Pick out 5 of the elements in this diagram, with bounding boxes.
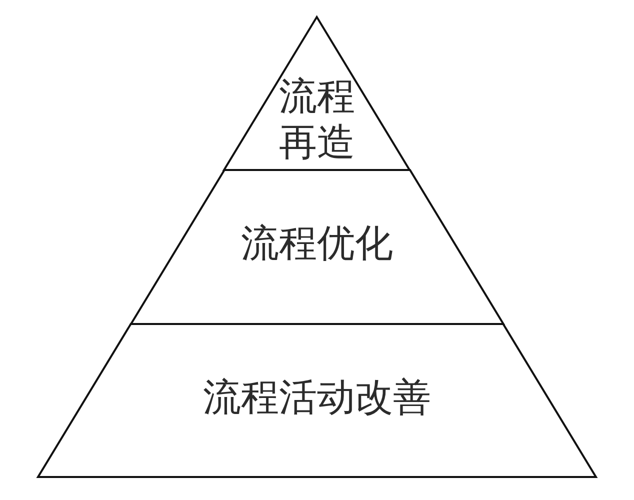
tier-label: 流程活动改善 [202,376,431,421]
pyramid-tier [130,170,504,324]
tier-label: 流程再造 [278,75,355,166]
pyramid-tier [38,324,596,477]
tier-label: 流程优化 [240,222,393,267]
